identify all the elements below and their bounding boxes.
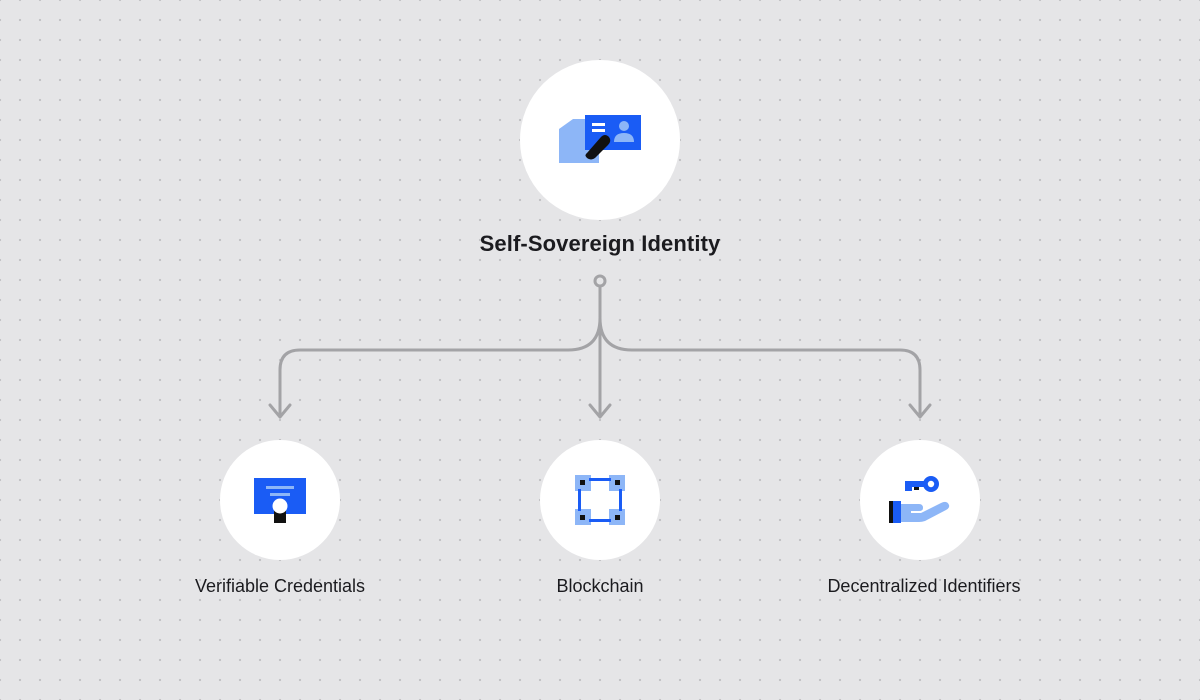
connector-to-decentralized-identifiers (598, 316, 922, 417)
child-label-decentralized-identifiers: Decentralized Identifiers (827, 576, 1021, 596)
root-node-circle (520, 60, 680, 220)
blockchain-nodes-icon (575, 475, 625, 525)
node-decentralized-identifiers (860, 440, 980, 560)
arrowhead-left (268, 403, 292, 419)
id-card-icon (559, 115, 641, 163)
child-label-verifiable-credentials: Verifiable Credentials (194, 576, 366, 596)
node-blockchain (540, 440, 660, 560)
arrowhead-center (588, 403, 612, 419)
root-node-label: Self-Sovereign Identity (479, 231, 721, 256)
node-verifiable-credentials (220, 440, 340, 560)
connector-to-verifiable-credentials (278, 316, 602, 417)
arrowhead-right (908, 403, 932, 419)
certificate-icon (254, 478, 306, 523)
child-label-blockchain: Blockchain (556, 576, 644, 596)
hand-key-icon (889, 476, 950, 523)
connector-origin-dot (593, 274, 607, 288)
